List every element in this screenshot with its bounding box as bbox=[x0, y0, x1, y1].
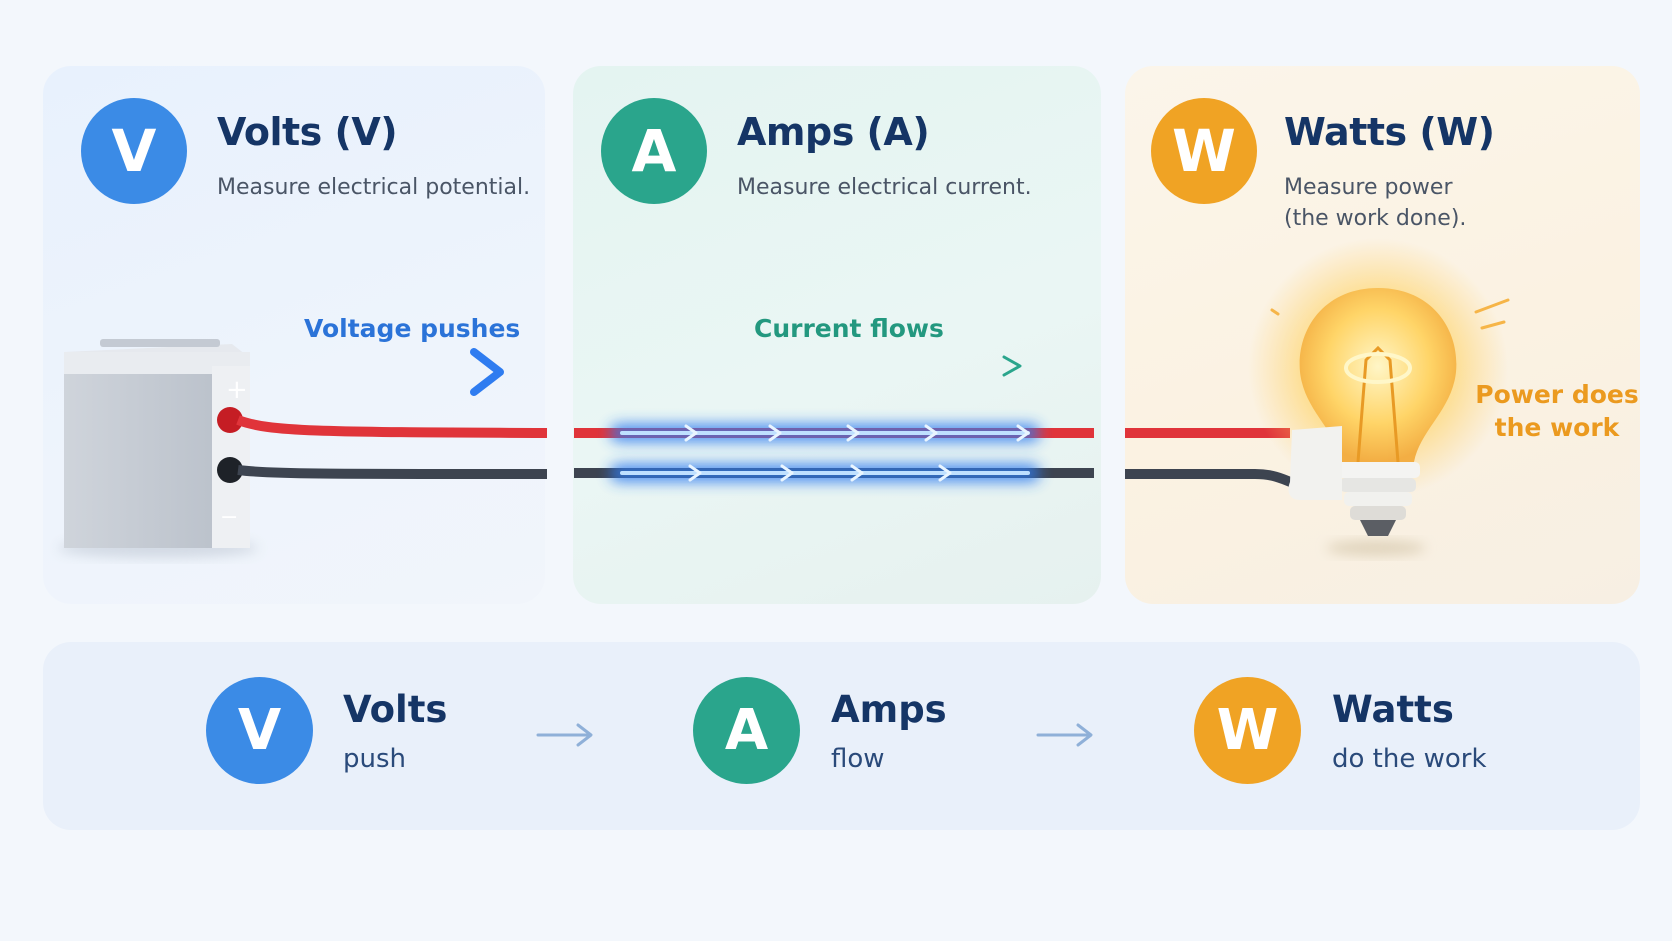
watts-title: Watts (W) bbox=[1284, 110, 1495, 154]
current-flows-label: Current flows bbox=[754, 314, 944, 343]
summary-arrow-icon bbox=[536, 723, 593, 747]
summary-watts-sub: do the work bbox=[1332, 744, 1487, 774]
power-label-line2: the work bbox=[1494, 413, 1620, 442]
negative-wire-right bbox=[1125, 469, 1302, 491]
battery-icon: + − bbox=[58, 339, 258, 558]
light-bulb-icon bbox=[1248, 238, 1510, 556]
summary-watts-title: Watts bbox=[1332, 688, 1454, 731]
watts-icon: W bbox=[1151, 98, 1257, 204]
summary-amps-icon: A bbox=[693, 677, 800, 784]
battery-plus-label: + bbox=[226, 375, 248, 405]
amps-title: Amps (A) bbox=[737, 110, 930, 154]
summary-volts-sub: push bbox=[343, 744, 407, 774]
current-flow-wires bbox=[574, 424, 1094, 482]
summary-amps-title: Amps bbox=[831, 688, 947, 731]
watts-description-line1: Measure power bbox=[1284, 175, 1453, 200]
voltage-pushes-label: Voltage pushes bbox=[304, 314, 521, 343]
amps-description: Measure electrical current. bbox=[737, 175, 1032, 200]
watts-description-line2: (the work done). bbox=[1284, 206, 1467, 231]
volts-title: Volts (V) bbox=[217, 110, 398, 154]
summary-arrow-icon-2 bbox=[1036, 723, 1093, 747]
summary-volts-title: Volts bbox=[343, 688, 448, 731]
summary-watts-icon: W bbox=[1194, 677, 1301, 784]
battery-minus-label: − bbox=[220, 505, 238, 530]
summary-amps-sub: flow bbox=[831, 744, 885, 774]
positive-wire-left bbox=[236, 415, 548, 438]
summary-volts-icon: V bbox=[206, 677, 313, 784]
power-label-line1: Power does bbox=[1475, 380, 1639, 409]
volts-icon: V bbox=[81, 98, 187, 204]
voltage-arrow-icon bbox=[470, 348, 504, 396]
current-arrow-icon bbox=[1002, 355, 1022, 377]
amps-icon: A bbox=[601, 98, 707, 204]
negative-wire-left bbox=[237, 465, 548, 479]
volts-description: Measure electrical potential. bbox=[217, 175, 531, 200]
